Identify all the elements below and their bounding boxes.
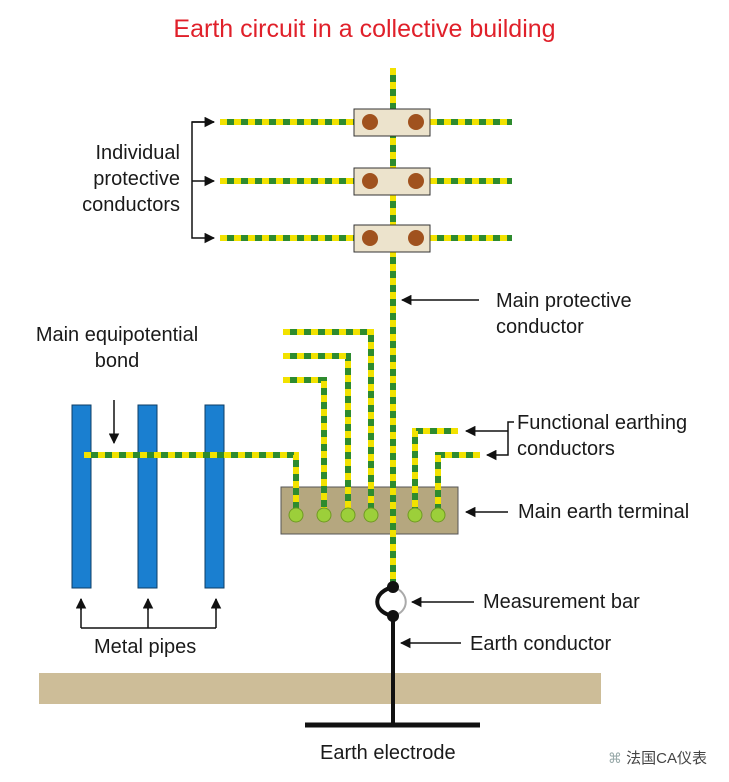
label-line: conductors (517, 438, 615, 460)
label-line: protective (93, 168, 180, 190)
terminal-stud (407, 507, 423, 523)
measurement-bar-label: Measurement bar (483, 591, 640, 613)
label-line: bond (94, 350, 140, 372)
terminal-stud (316, 507, 332, 523)
arrows (75, 116, 514, 649)
main-earth-terminal-label: Main earth terminal (518, 501, 690, 523)
measurement-bar (375, 581, 407, 622)
label-line: Functional earthing (517, 412, 688, 434)
terminal-stud (288, 507, 304, 523)
main-protective-label: Main protective conductor (496, 288, 632, 340)
metal-pipes-label: Metal pipes (94, 636, 197, 658)
label-line: Main equipotential (35, 324, 199, 346)
label-line: conductors (82, 194, 180, 216)
diagram-title: Earth circuit in a collective building (173, 15, 556, 43)
wechat-icon: ⌘ (607, 750, 622, 766)
metal-pipes (71, 404, 225, 589)
watermark: ⌘ 法国CA仪表 (608, 747, 707, 768)
functional-earthing-label: Functional earthing conductors (517, 410, 687, 462)
terminal-studs (288, 507, 446, 523)
main-equipotential-label: Main equipotential bond (26, 322, 208, 374)
metal-pipe (137, 404, 158, 589)
earth-conductor-label: Earth conductor (470, 633, 612, 655)
label-line: Main protective (496, 290, 632, 312)
label-line: Individual (95, 142, 180, 164)
terminal-stud (363, 507, 379, 523)
label-line: conductor (496, 316, 584, 338)
ground-strip (39, 673, 601, 704)
metal-pipe (204, 404, 225, 589)
individual-protective-label: Individual protective conductors (56, 140, 180, 218)
earth-electrode-label: Earth electrode (320, 742, 456, 764)
terminal-stud (340, 507, 356, 523)
metal-pipe (71, 404, 92, 589)
conductors (84, 68, 512, 585)
connector-blocks (353, 108, 431, 253)
watermark-text: 法国CA仪表 (626, 750, 707, 767)
terminal-stud (430, 507, 446, 523)
